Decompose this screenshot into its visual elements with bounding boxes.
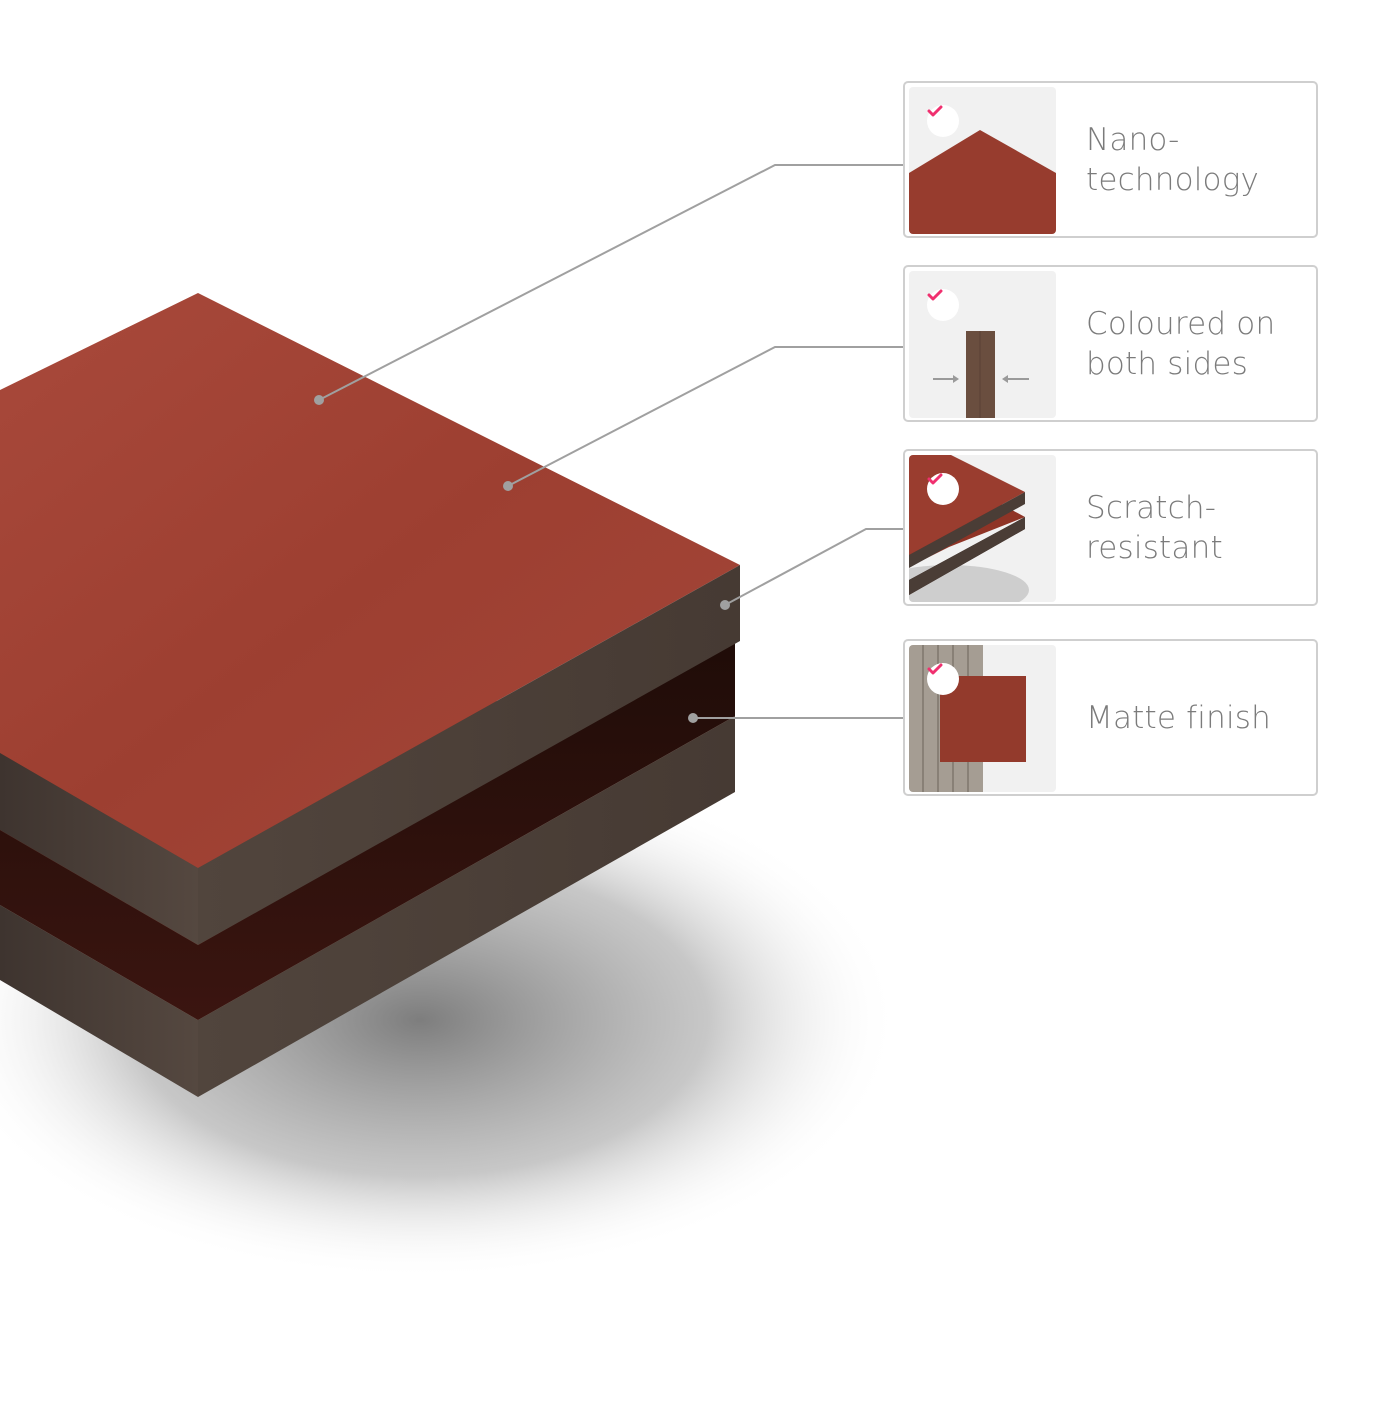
top-panel-left-edge <box>0 753 198 945</box>
feature-label: Matte finish <box>1086 699 1271 736</box>
checkmark-badge <box>927 663 959 695</box>
feature-label: Nano- technology <box>1086 121 1260 198</box>
checkmark-badge <box>927 105 959 137</box>
callout-dots <box>314 395 730 723</box>
feature-card-nano-technology: Nano- technology <box>903 81 1318 238</box>
callout-line-scratch <box>724 528 903 606</box>
scratch-resistant-thumbnail <box>909 455 1056 602</box>
checkmark-icon <box>927 663 943 675</box>
matte-finish-thumbnail <box>909 645 1056 792</box>
nano-technology-thumbnail <box>909 87 1056 234</box>
bottom-panel-right-edge <box>198 716 735 1097</box>
feature-card-coloured-both-sides: Coloured on both sides <box>903 265 1318 422</box>
wood-and-swatch-icon <box>909 645 1026 792</box>
callout-dot-nano <box>314 395 324 405</box>
callout-lines <box>318 164 903 719</box>
checkmark-icon <box>927 289 943 301</box>
checkmark-icon <box>927 105 943 117</box>
checkmark-badge <box>927 289 959 321</box>
feature-card-matte-finish: Matte finish <box>903 639 1318 796</box>
coloured-both-sides-thumbnail <box>909 271 1056 418</box>
panel-cross-section-icon <box>933 331 1029 418</box>
bottom-panel-left-edge <box>0 905 198 1097</box>
feature-label: Coloured on both sides <box>1086 305 1276 382</box>
top-panel-right-edge <box>198 565 740 945</box>
feature-label: Scratch- resistant <box>1086 489 1223 566</box>
checkmark-icon <box>927 473 943 485</box>
callout-line-nano <box>318 164 903 401</box>
callout-dot-coloured <box>503 481 513 491</box>
top-panel-top-face <box>0 293 740 868</box>
callout-dot-matte <box>688 713 698 723</box>
checkmark-badge <box>927 473 959 505</box>
callout-line-coloured <box>507 346 903 487</box>
feature-card-scratch-resistant: Scratch- resistant <box>903 449 1318 606</box>
callout-dot-scratch <box>720 600 730 610</box>
house-shape-icon <box>909 130 1056 234</box>
